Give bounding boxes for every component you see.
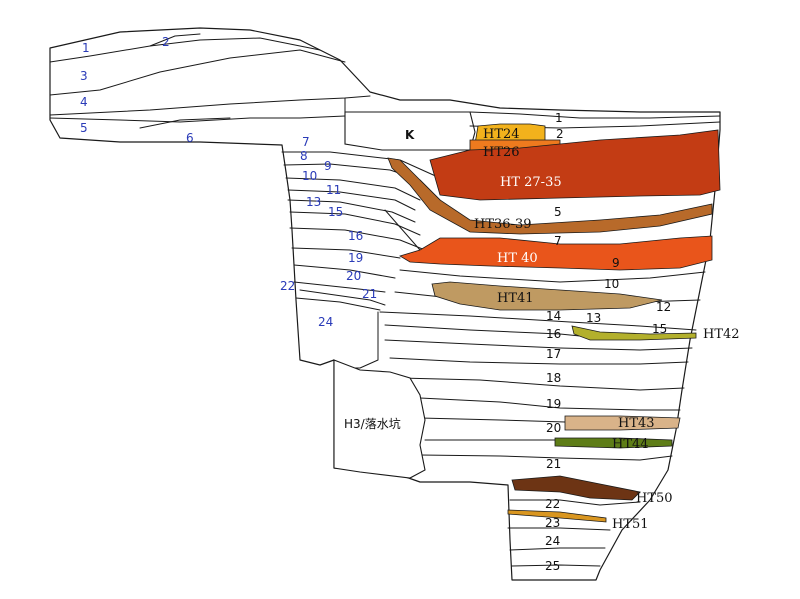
east-layer-number: 23 <box>545 516 560 530</box>
west-layer-number: 7 <box>302 135 310 149</box>
east-layer-number: 2 <box>556 127 564 141</box>
west-layer-number: 6 <box>186 131 194 145</box>
east-layer-number: 13 <box>586 311 601 325</box>
east-layer-number: 20 <box>546 421 561 435</box>
west-layer-number: 5 <box>80 121 88 135</box>
east-layer-number: 15 <box>652 322 667 336</box>
label-ht42: HT42 <box>703 327 740 342</box>
west-layer-number: 9 <box>324 159 332 173</box>
west-layer-number: 13 <box>306 195 321 209</box>
label-ht44: HT44 <box>612 437 649 452</box>
east-layer-number: 9 <box>612 256 620 270</box>
east-layer-number: 24 <box>545 534 560 548</box>
west-layer-number: 16 <box>348 229 363 243</box>
west-layer-number: 15 <box>328 205 343 219</box>
east-layer-number: 21 <box>546 457 561 471</box>
east-layer-number: 1 <box>555 111 563 125</box>
west-layer-number: 19 <box>348 251 363 265</box>
feature-ht42 <box>571 325 697 341</box>
west-layer-numbers: 1 2 3 4 5 6 7 8 9 10 11 13 15 16 19 20 2… <box>80 35 377 329</box>
west-layer-number: 21 <box>362 287 377 301</box>
west-layer-number: 10 <box>302 169 317 183</box>
feature-ht36-39 <box>387 157 713 235</box>
west-layer-number: 3 <box>80 69 88 83</box>
west-layer-number: 4 <box>80 95 88 109</box>
west-layer-lines <box>49 33 371 143</box>
label-ht26: HT26 <box>483 145 520 160</box>
east-layer-number: 25 <box>545 559 560 573</box>
west-layer-number: 20 <box>346 269 361 283</box>
east-layer-number: 14 <box>546 309 561 323</box>
label-ht27-35: HT 27-35 <box>500 175 562 190</box>
pit-h3 <box>333 359 426 479</box>
feature-ht40 <box>399 235 713 271</box>
east-layer-number: 22 <box>545 497 560 511</box>
label-ht24: HT24 <box>483 127 520 142</box>
east-layer-number: 7 <box>554 234 562 248</box>
label-ht36-39: HT36-39 <box>474 217 531 232</box>
label-ht40: HT 40 <box>497 251 538 266</box>
feature-ht50 <box>511 475 641 501</box>
west-layer-number: 1 <box>82 41 90 55</box>
feature-ht44 <box>554 437 673 449</box>
west-layer-number: 11 <box>326 183 341 197</box>
label-ht43: HT43 <box>618 416 655 431</box>
east-layer-number: 16 <box>546 327 561 341</box>
east-layer-number: 19 <box>546 397 561 411</box>
east-layer-number: 10 <box>604 277 619 291</box>
label-ht50: HT50 <box>636 491 673 506</box>
west-layer-number: 22 <box>280 279 295 293</box>
label-h3: H3/落水坑 <box>344 416 401 431</box>
label-ht41: HT41 <box>497 291 534 306</box>
feature-ht27-35 <box>429 129 721 201</box>
east-layer-number: 5 <box>554 205 562 219</box>
west-layer-number: 2 <box>162 35 170 49</box>
label-k: K <box>405 128 415 142</box>
east-layer-number: 18 <box>546 371 561 385</box>
feature-ht51 <box>507 509 607 523</box>
west-layer-number: 8 <box>300 149 308 163</box>
feature-ht41 <box>431 281 663 311</box>
east-layer-number: 12 <box>656 300 671 314</box>
east-layer-numbers: 1 2 5 7 9 10 12 13 14 15 16 17 18 19 20 … <box>545 111 671 573</box>
feature-ht43 <box>564 415 681 431</box>
label-ht51: HT51 <box>612 517 649 532</box>
west-layer-number: 24 <box>318 315 333 329</box>
east-layer-number: 17 <box>546 347 561 361</box>
